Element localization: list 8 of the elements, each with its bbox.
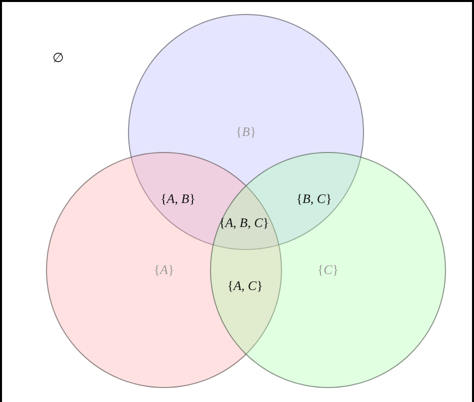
set-label: {B} <box>236 124 256 140</box>
region-label: {A, B, C} <box>218 215 270 231</box>
region-label: {A, C} <box>227 278 263 294</box>
region-label: {A, B} <box>160 191 196 207</box>
set-label: {A} <box>154 262 174 278</box>
set-label: {C} <box>317 262 339 278</box>
region-label: {B, C} <box>296 191 332 207</box>
empty-set-label: ∅ <box>52 50 64 66</box>
